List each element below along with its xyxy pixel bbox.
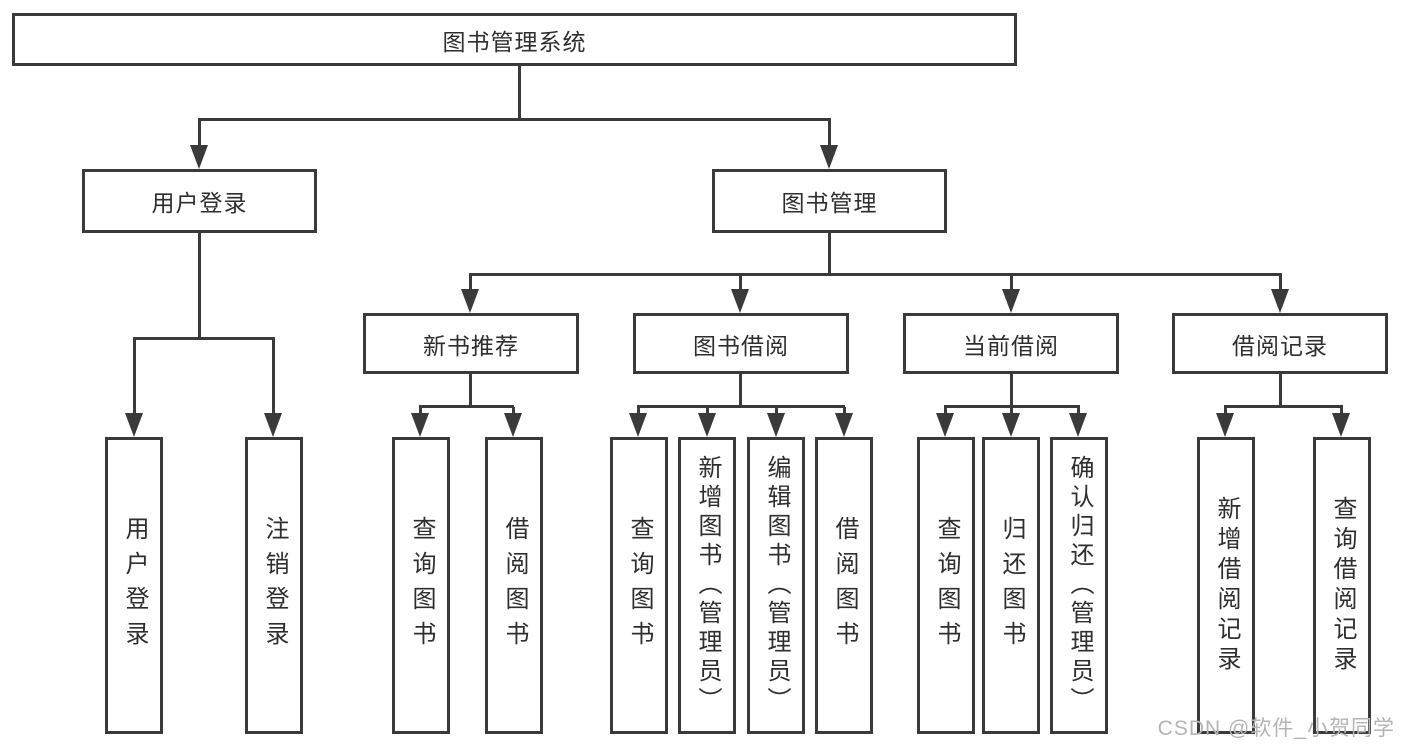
- node-label: 图书管理: [781, 190, 878, 216]
- edge-arrow-line: [842, 407, 846, 417]
- arrowhead-down-icon: [264, 413, 282, 437]
- edge-hline: [637, 405, 845, 408]
- node-label: 用户登录: [151, 190, 248, 216]
- leaf-label: 用户登录: [121, 515, 148, 656]
- arrowhead-down-icon: [1002, 413, 1020, 437]
- edge-arrow-line: [271, 339, 275, 417]
- edge-arrow-line: [1076, 407, 1080, 417]
- node-book-management: 图书管理: [712, 169, 947, 233]
- leaf-label: 查询借阅记录: [1329, 495, 1356, 676]
- edge-vline: [197, 233, 201, 340]
- leaf-label: 新增借阅记录: [1213, 495, 1240, 676]
- arrowhead-down-icon: [461, 289, 479, 313]
- arrowhead-down-icon: [767, 413, 785, 437]
- leaf-return-book: 归还图书: [982, 437, 1040, 734]
- arrowhead-down-icon: [125, 413, 143, 437]
- edge-arrow-line: [827, 121, 831, 149]
- leaf-label: 新增图书（管理员）: [694, 455, 721, 716]
- leaf-query-books-recommend: 查询图书: [392, 437, 450, 734]
- arrowhead-down-icon: [731, 289, 749, 313]
- arrowhead-down-icon: [190, 145, 208, 169]
- node-root-library-system: 图书管理系统: [12, 13, 1017, 66]
- edge-vline: [738, 374, 742, 408]
- edge-hline: [198, 118, 831, 121]
- arrowhead-down-icon: [411, 413, 429, 437]
- node-label: 图书管理系统: [442, 28, 587, 55]
- edge-hline: [419, 405, 514, 408]
- arrowhead-down-icon: [1332, 413, 1350, 437]
- edge-arrow-line: [705, 407, 709, 417]
- arrowhead-down-icon: [1002, 289, 1020, 313]
- edge-arrow-line: [1278, 275, 1282, 293]
- leaf-query-books-borrow: 查询图书: [610, 437, 668, 734]
- leaf-confirm-return-admin: 确认归还（管理员）: [1050, 437, 1108, 734]
- node-borrow-records: 借阅记录: [1172, 313, 1388, 374]
- arrowhead-down-icon: [629, 413, 647, 437]
- edge-arrow-line: [468, 275, 472, 293]
- edge-arrow-line: [1223, 407, 1227, 417]
- leaf-label: 查询图书: [933, 515, 960, 656]
- leaf-label: 借阅图书: [831, 515, 858, 656]
- node-new-book-recommend: 新书推荐: [363, 313, 579, 374]
- leaf-label: 查询图书: [408, 515, 435, 656]
- leaf-borrow-books: 借阅图书: [815, 437, 873, 734]
- leaf-label: 编辑图书（管理员）: [763, 455, 790, 716]
- edge-vline: [1009, 374, 1013, 408]
- arrowhead-down-icon: [1216, 413, 1234, 437]
- edge-arrow-line: [1339, 407, 1343, 417]
- edge-hline: [133, 337, 275, 340]
- edge-arrow-line: [132, 339, 136, 417]
- edge-hline: [469, 273, 1282, 276]
- leaf-add-book-admin: 新增图书（管理员）: [678, 437, 736, 734]
- leaf-query-borrow-record: 查询借阅记录: [1313, 437, 1371, 734]
- leaf-user-login: 用户登录: [105, 437, 163, 734]
- node-label: 借阅记录: [1232, 332, 1328, 359]
- leaf-label: 确认归还（管理员）: [1066, 455, 1093, 716]
- edge-arrow-line: [774, 407, 778, 417]
- edge-vline: [1278, 374, 1282, 408]
- edge-hline: [944, 405, 1080, 408]
- leaf-borrow-books-recommend: 借阅图书: [485, 437, 543, 734]
- leaf-label: 归还图书: [998, 515, 1025, 656]
- leaf-query-books-current: 查询图书: [917, 437, 975, 734]
- edge-arrow-line: [418, 407, 422, 417]
- edge-hline: [1224, 405, 1343, 408]
- leaf-label: 查询图书: [626, 515, 653, 656]
- edge-arrow-line: [636, 407, 640, 417]
- edge-arrow-line: [197, 121, 201, 149]
- edge-arrow-line: [1009, 275, 1013, 293]
- edge-arrow-line: [511, 407, 515, 417]
- arrowhead-down-icon: [504, 413, 522, 437]
- arrowhead-down-icon: [1069, 413, 1087, 437]
- node-current-borrow: 当前借阅: [903, 313, 1119, 374]
- leaf-edit-book-admin: 编辑图书（管理员）: [747, 437, 805, 734]
- node-label: 图书借阅: [693, 332, 789, 359]
- arrowhead-down-icon: [1271, 289, 1289, 313]
- leaf-add-borrow-record: 新增借阅记录: [1197, 437, 1255, 734]
- node-label: 当前借阅: [963, 332, 1059, 359]
- arrowhead-down-icon: [936, 413, 954, 437]
- arrowhead-down-icon: [835, 413, 853, 437]
- edge-vline: [468, 374, 472, 408]
- edge-arrow-line: [1009, 407, 1013, 417]
- edge-arrow-line: [943, 407, 947, 417]
- edge-vline: [827, 233, 831, 276]
- node-user-login: 用户登录: [82, 169, 317, 233]
- arrowhead-down-icon: [820, 145, 838, 169]
- node-book-borrow: 图书借阅: [633, 313, 849, 374]
- watermark: CSDN @软件_小贺同学: [1157, 717, 1395, 740]
- leaf-logout: 注销登录: [245, 437, 303, 734]
- edge-vline: [517, 66, 521, 121]
- edge-arrow-line: [738, 275, 742, 293]
- node-label: 新书推荐: [423, 332, 519, 359]
- leaf-label: 注销登录: [261, 515, 288, 656]
- leaf-label: 借阅图书: [501, 515, 528, 656]
- arrowhead-down-icon: [698, 413, 716, 437]
